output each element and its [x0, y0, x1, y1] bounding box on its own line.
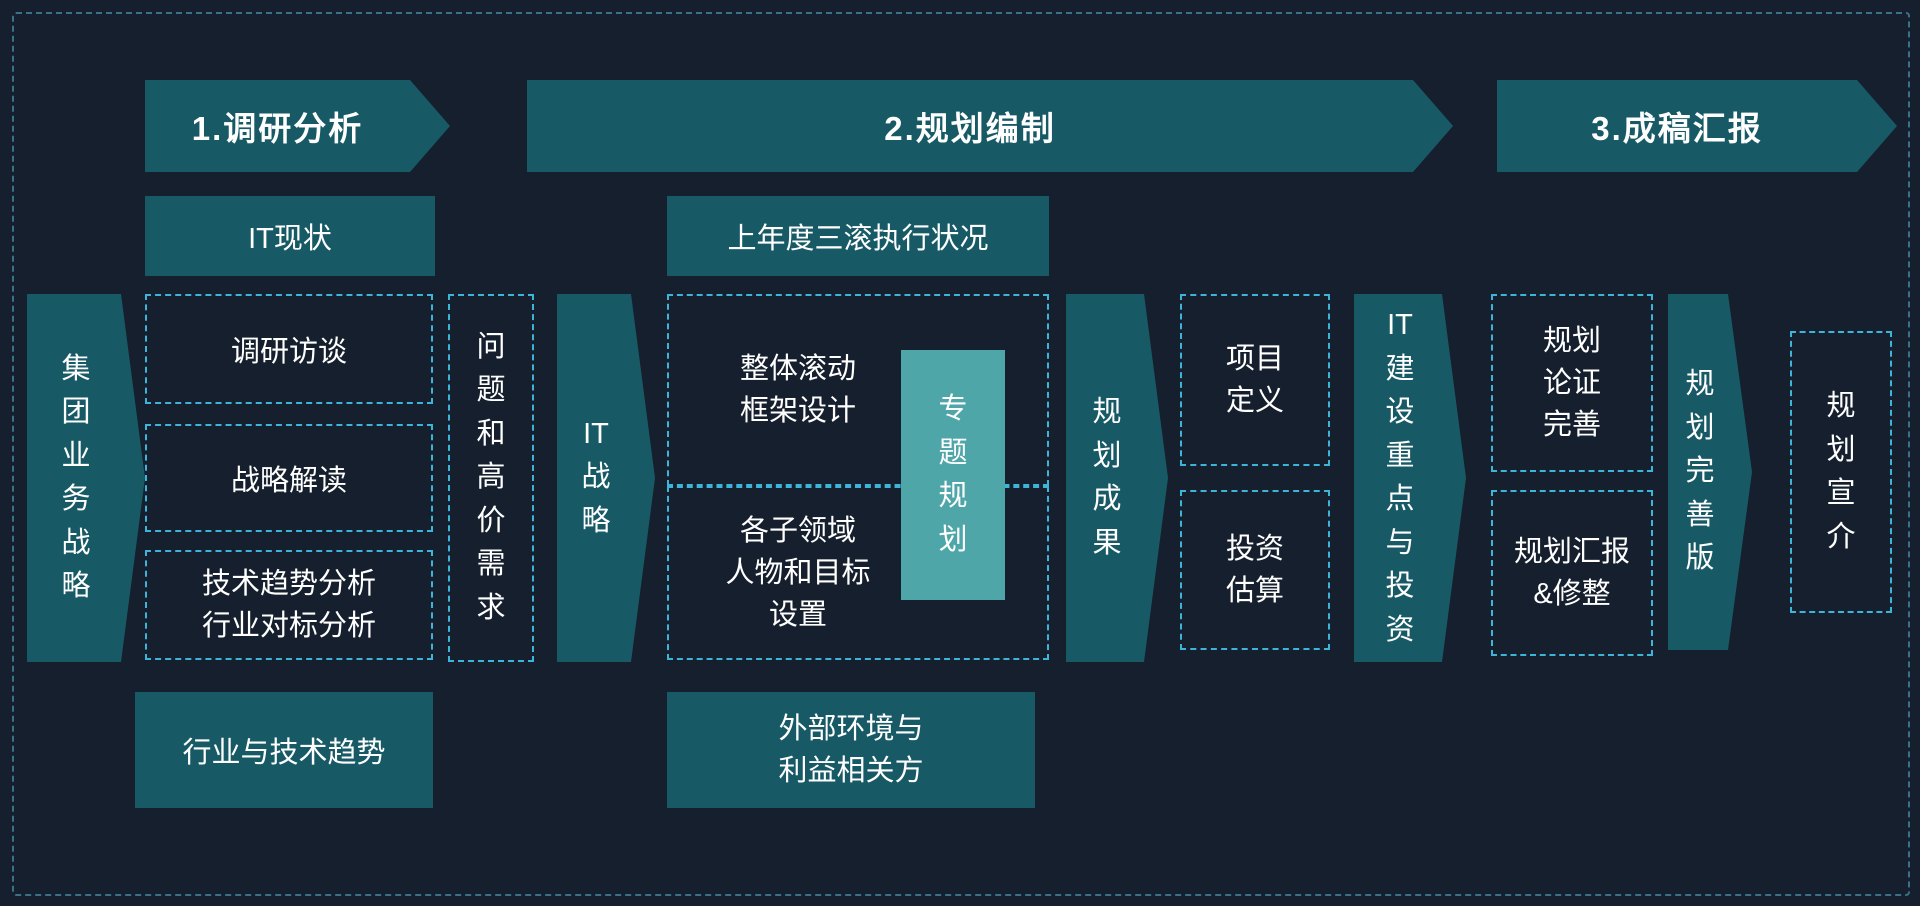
special-plan-label: 专题规划	[938, 393, 968, 556]
it-focus-arrow: IT建设重点与投资	[1354, 294, 1466, 662]
external-env-box: 外部环境与 利益相关方	[667, 692, 1035, 808]
stage3-header-label: 3.成稿汇报	[1591, 110, 1763, 147]
it-focus-label: IT建设重点与投资	[1385, 309, 1415, 646]
problems-needs-box: 问题和高价需求	[448, 294, 534, 662]
strategy-read-box: 战略解读	[145, 424, 433, 532]
plan-report-box: 规划汇报 &修整	[1491, 490, 1653, 656]
diagram-outer-frame	[12, 12, 1910, 896]
tech-trend-box: 技术趋势分析 行业对标分析	[145, 550, 433, 660]
it-strategy-arrow: IT战略	[557, 294, 655, 662]
plan-report-label: 规划汇报 &修整	[1513, 535, 1630, 610]
it-strategy-label: IT战略	[581, 417, 611, 537]
stage3-header-arrow: 3.成稿汇报	[1497, 80, 1897, 172]
it-status-box: IT现状	[145, 196, 435, 276]
problems-needs-label: 问题和高价需求	[476, 330, 506, 624]
plan-promo-label: 规划宣介	[1826, 390, 1856, 553]
external-env-label: 外部环境与 利益相关方	[778, 712, 924, 787]
it-status-label: IT现状	[248, 223, 332, 255]
interview-label: 调研访谈	[230, 336, 347, 368]
plan-improve-label: 规划 论证 完善	[1542, 324, 1601, 442]
planning-result-arrow: 规划成果	[1066, 294, 1168, 662]
stage2-header-arrow: 2.规划编制	[527, 80, 1453, 172]
framework-label: 整体滚动 框架设计	[739, 352, 856, 427]
stage2-header-label: 2.规划编制	[884, 110, 1056, 147]
group-strategy-arrow: 集团业务战略	[27, 294, 145, 662]
plan-improve-box: 规划 论证 完善	[1491, 294, 1653, 472]
stage1-header-arrow: 1.调研分析	[145, 80, 450, 172]
last-year-box: 上年度三滚执行状况	[667, 196, 1049, 276]
industry-trend-box: 行业与技术趋势	[135, 692, 433, 808]
framework-box: 整体滚动 框架设计	[667, 294, 1049, 486]
stage1-header-label: 1.调研分析	[191, 110, 364, 147]
special-plan-box: 专题规划	[901, 350, 1005, 600]
tech-trend-label: 技术趋势分析 行业对标分析	[201, 567, 376, 642]
plan-promo-box: 规划宣介	[1790, 331, 1892, 613]
group-strategy-label: 集团业务战略	[61, 352, 91, 602]
project-definition-label: 项目 定义	[1225, 342, 1284, 417]
industry-trend-label: 行业与技术趋势	[182, 737, 386, 769]
investment-label: 投资 估算	[1225, 532, 1284, 607]
strategy-read-label: 战略解读	[230, 465, 347, 497]
planning-result-label: 规划成果	[1092, 396, 1122, 559]
subdomain-label: 各子领域 人物和目标 设置	[725, 514, 871, 632]
final-version-label: 规划完善版	[1685, 368, 1715, 575]
project-definition-box: 项目 定义	[1180, 294, 1330, 466]
interview-box: 调研访谈	[145, 294, 433, 404]
last-year-label: 上年度三滚执行状况	[727, 223, 989, 255]
subdomain-box: 各子领域 人物和目标 设置	[667, 486, 1049, 660]
investment-box: 投资 估算	[1180, 490, 1330, 650]
